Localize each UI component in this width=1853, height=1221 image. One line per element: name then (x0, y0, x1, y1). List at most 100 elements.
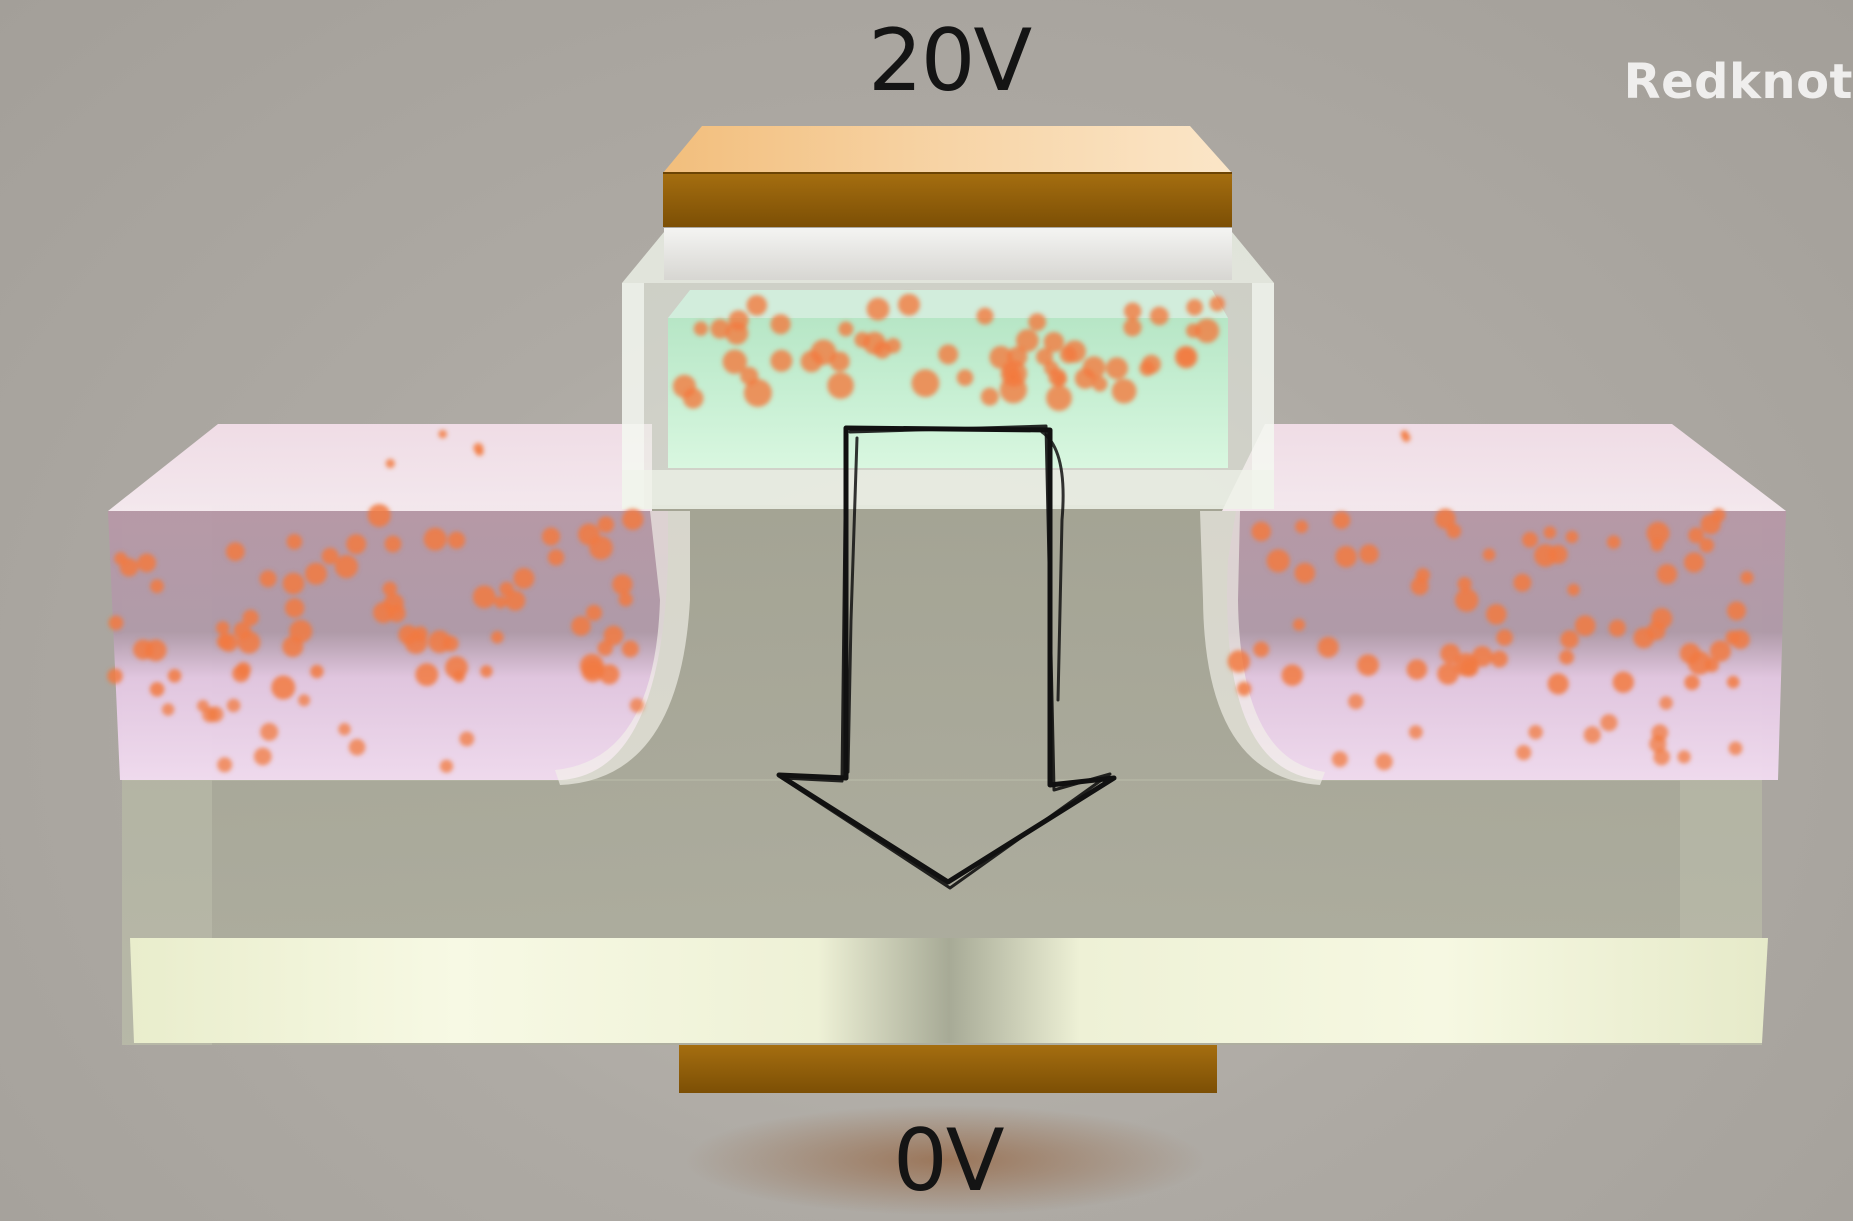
electron-dot (338, 723, 351, 736)
electron-dot (415, 663, 439, 687)
down-arrow-icon (776, 424, 1117, 890)
electron-dot (770, 314, 791, 335)
electron-dot (289, 619, 313, 643)
electron-dot (1139, 360, 1155, 377)
electron-dot (1565, 530, 1579, 544)
electron-dot (447, 531, 466, 549)
electron-dot (384, 535, 402, 553)
electron-dot (838, 321, 854, 337)
electron-dot (1331, 751, 1348, 768)
electron-dot (412, 626, 428, 642)
electron-dot (1406, 659, 1428, 680)
electron-dot (885, 338, 901, 354)
electron-dot (253, 747, 272, 766)
electron-dot (385, 458, 395, 469)
electron-dot (1657, 564, 1678, 585)
electron-dot (1730, 629, 1750, 650)
electron-dot (1457, 577, 1472, 592)
insulator-plate (664, 228, 1232, 280)
electron-dot (1455, 588, 1479, 612)
electron-dot (259, 570, 277, 588)
electron-dot (1052, 372, 1067, 387)
electron-dot (1496, 629, 1513, 646)
electron-dot (1092, 376, 1108, 392)
electron-dot (1266, 549, 1290, 573)
electron-dot (1684, 552, 1705, 573)
electron-dot (242, 609, 259, 626)
electron-dot (827, 372, 854, 399)
electron-dot (1567, 583, 1580, 596)
electron-dot (459, 731, 475, 747)
electron-dot (743, 379, 772, 407)
electron-dot (1105, 357, 1128, 380)
electron-dot (1699, 538, 1714, 553)
electron-dot (1348, 693, 1364, 710)
bottom-contact-layer (130, 938, 1768, 1043)
electron-dot (1186, 299, 1203, 316)
electron-dot (898, 293, 920, 316)
electron-dot (1124, 302, 1142, 320)
electron-dot (480, 665, 493, 678)
electron-dot (1111, 378, 1137, 404)
electron-dot (1684, 674, 1700, 691)
electron-dot (1174, 345, 1198, 369)
electron-dot (866, 297, 890, 321)
bottom-electrode (679, 1045, 1217, 1093)
electron-dot (1700, 514, 1721, 535)
electron-dot (585, 604, 603, 621)
electron-dot (1046, 385, 1072, 411)
electron-dot (284, 598, 305, 618)
electron-dot (1082, 356, 1106, 379)
electron-dot (202, 706, 218, 723)
electron-dot (618, 592, 633, 607)
electron-dot (1543, 526, 1557, 539)
electron-dot (1375, 753, 1393, 771)
electron-dot (513, 567, 535, 589)
floor-shadow (685, 1105, 1205, 1215)
electron-dot (1548, 544, 1568, 564)
electron-dot (167, 669, 182, 683)
electron-dot (475, 447, 484, 457)
electron-dot (1490, 650, 1508, 668)
gate-voltage-label: 20V (868, 11, 1032, 111)
electron-dot (589, 536, 613, 560)
electron-dot (1513, 573, 1532, 592)
electron-dot (682, 388, 704, 409)
electron-dot (1415, 568, 1431, 583)
electron-dot (225, 542, 245, 561)
electron-dot (999, 376, 1027, 404)
electron-dot (310, 664, 324, 679)
electron-dot (1528, 725, 1543, 740)
electron-dot (1002, 364, 1020, 381)
electron-dot (1401, 433, 1411, 443)
electron-dot (1028, 313, 1047, 331)
drain-region (1200, 424, 1786, 785)
electron-dot (1608, 619, 1626, 637)
electron-dot (491, 630, 504, 644)
electron-dot (1560, 630, 1579, 649)
electron-dot (693, 321, 709, 336)
electron-dot (1408, 725, 1423, 739)
electron-dot (428, 630, 451, 654)
electron-dot (286, 533, 303, 550)
electron-dot (746, 295, 768, 316)
electron-dot (1251, 521, 1271, 542)
electron-dot (107, 668, 123, 684)
electron-dot (505, 590, 526, 611)
electron-dot (722, 349, 747, 374)
electron-dot (1459, 658, 1479, 677)
electron-dot (1677, 750, 1691, 764)
electron-dot (599, 664, 620, 685)
electron-dot (305, 562, 327, 585)
electron-dot (233, 621, 251, 640)
electron-dot (282, 572, 305, 595)
electron-dot (1726, 675, 1740, 689)
electron-dot (150, 579, 164, 594)
electron-dot (217, 757, 233, 773)
electron-dot (911, 369, 940, 398)
electron-dot (710, 319, 730, 339)
electron-dot (1359, 544, 1379, 564)
electron-dot (1236, 681, 1252, 696)
